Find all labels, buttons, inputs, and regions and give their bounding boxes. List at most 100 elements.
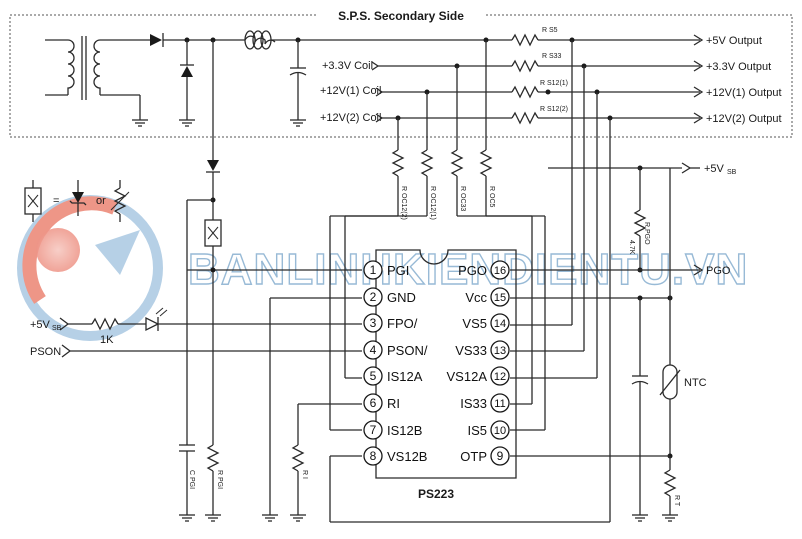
pin-16-label: PGO [458, 263, 487, 278]
chip-name: PS223 [418, 487, 454, 501]
watermark-logo [17, 195, 163, 341]
pin-16-number: 16 [494, 265, 506, 277]
pin-15-circle [490, 287, 510, 307]
pin-7-circle [363, 420, 383, 440]
coil-inputs: +3.3V Coil +12V(1) Coil +12V(2) Coil [320, 60, 512, 124]
pin-3-label: FPO/ [387, 316, 418, 331]
pin-2-circle [363, 287, 383, 307]
pin-2-number: 2 [370, 290, 377, 304]
pgi-circuit: C PGI R PGI [179, 40, 362, 522]
pin-16-circle [490, 260, 510, 280]
pin-3-circle [363, 313, 383, 333]
ri-circuit: R I [290, 403, 362, 522]
pson-circuit: PSON [30, 344, 362, 358]
transformer [45, 36, 150, 127]
pin-9-number: 9 [497, 449, 504, 463]
roc12-2-label: R OC12(2) [400, 186, 407, 220]
pin-7-number: 7 [370, 423, 377, 437]
pin-4-label: PSON/ [387, 343, 428, 358]
pin-2-label: GND [387, 290, 416, 305]
ri-label: R I [301, 470, 308, 479]
pin-7-label: IS12B [387, 423, 422, 438]
pin-12-number: 12 [494, 371, 506, 383]
coil-12-1-label: +12V(1) Coil [320, 85, 381, 97]
pin-15-label: Vcc [465, 290, 487, 305]
ic-ps223: PS223 [375, 249, 517, 501]
pgo-circuit: +5V SB R PGO 4.7K PGO [510, 162, 737, 301]
rt-label: R T [673, 495, 680, 507]
roc33-label: R OC33 [459, 186, 466, 211]
pson-label: PSON [30, 346, 61, 358]
rpgo-label: R PGO [643, 222, 650, 245]
pin-10-label: IS5 [467, 423, 487, 438]
roc12-1-label: R OC12(1) [429, 186, 436, 220]
pin-4-circle [363, 340, 383, 360]
pin-13-circle [490, 340, 510, 360]
secondary-side-box [9, 14, 793, 138]
rs5-label: R S5 [542, 27, 558, 34]
pin-8-number: 8 [370, 449, 377, 463]
out-12-1-label: +12V(1) Output [706, 87, 782, 99]
rpgo-value: 4.7K [628, 240, 635, 255]
secondary-side-title: S.P.S. Secondary Side [338, 9, 464, 23]
out-33-label: +3.3V Output [706, 61, 771, 73]
pin-12-label: VS12A [447, 369, 488, 384]
pin-14-circle [490, 313, 510, 333]
pin-14-number: 14 [494, 318, 506, 330]
legend-equals: = [53, 195, 59, 207]
pin-4-number: 4 [370, 343, 377, 357]
vs-wires [329, 40, 611, 523]
cpgi-label: C PGI [188, 470, 195, 489]
rs12-1-label: R S12(1) [540, 80, 568, 87]
symbol-legend: = or [24, 180, 130, 222]
out-5v-label: +5V Output [706, 35, 762, 47]
pin-8-label: VS12B [387, 449, 427, 464]
rs33-label: R S33 [542, 53, 562, 60]
pin-14-label: VS5 [462, 316, 487, 331]
roc5-label: R OC5 [488, 186, 495, 208]
out-12-2-label: +12V(2) Output [706, 113, 782, 125]
pin-11-circle [490, 393, 510, 413]
pin-3-number: 3 [370, 316, 377, 330]
ntc-label: NTC [684, 377, 707, 389]
r1k-label: 1K [100, 334, 114, 346]
legend-or: or [96, 195, 106, 207]
vcc-capacitor [631, 298, 649, 522]
fpo-circuit: +5V SB 1K [30, 307, 362, 346]
pin-13-label: VS33 [455, 343, 487, 358]
pin-11-label: IS33 [460, 396, 487, 411]
output-capacitor [289, 40, 307, 127]
pin-1-label: PGI [387, 263, 409, 278]
pin-8-circle [363, 446, 383, 466]
pin-5-number: 5 [370, 369, 377, 383]
coil-33-label: +3.3V Coil [322, 60, 373, 72]
pin-15-number: 15 [494, 292, 506, 304]
oc-resistors: R OC12(2) R OC12(1) R OC33 R OC5 [391, 40, 495, 220]
rectifier-diode [150, 33, 245, 47]
coil-12-2-label: +12V(2) Coil [320, 112, 381, 124]
ntc-thermistor: NTC R T [510, 298, 707, 522]
v5sb-right-sub: SB [727, 169, 737, 176]
pin-1-circle [363, 260, 383, 280]
pin-11-number: 11 [494, 398, 505, 410]
pin-10-circle [490, 420, 510, 440]
v5sb-right-label: +5V [704, 163, 725, 175]
pin-1-number: 1 [370, 263, 377, 277]
pin-13-number: 13 [494, 345, 506, 357]
pin-6-number: 6 [370, 396, 377, 410]
pin-5-circle [363, 366, 383, 386]
pins-right: 16 PGO 15 Vcc 14 VS5 13 VS33 12 VS12A 11 IS33 10 IS5 9… [447, 260, 510, 466]
rs12-2-label: R S12(2) [540, 106, 568, 113]
pin-9-label: OTP [460, 449, 487, 464]
pin-6-label: RI [387, 396, 400, 411]
rpgi-label: R PGI [216, 470, 223, 489]
is-wires [329, 215, 546, 431]
pin-10-number: 10 [494, 425, 506, 437]
v5sb-left-label: +5V [30, 319, 51, 331]
v5sb-left-sub: SB [52, 325, 62, 332]
pgo-output-label: PGO [706, 265, 731, 277]
freewheel-diode [179, 40, 195, 127]
pin-12-circle [490, 366, 510, 386]
